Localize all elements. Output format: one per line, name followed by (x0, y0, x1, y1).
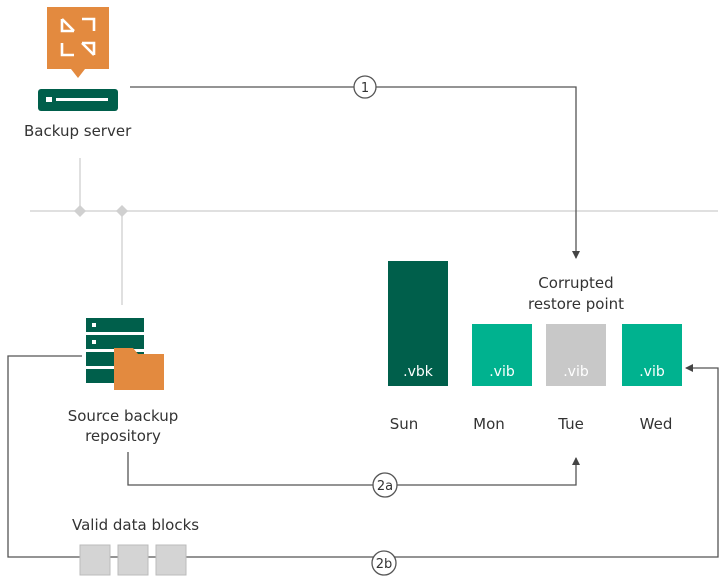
step2b-path (7, 355, 719, 558)
file-ext: .vbk (403, 364, 433, 380)
data-block (117, 544, 149, 576)
step1-path (130, 86, 580, 259)
valid-data-blocks-label: Valid data blocks (72, 516, 200, 534)
backup-server-label: Backup server (24, 122, 132, 140)
data-block (155, 544, 187, 576)
data-block (79, 544, 111, 576)
repository-icon (86, 318, 166, 393)
restore-point-mon: .vib (472, 324, 532, 386)
server-junction (74, 205, 86, 217)
day-label-tue: Tue (558, 415, 584, 433)
restore-point-tue: .vib (546, 324, 606, 386)
restore-point-wed: .vib (622, 324, 682, 386)
backup-server-icon (38, 5, 118, 113)
restore-point-sun: .vbk (388, 261, 448, 386)
file-ext: .vib (489, 364, 515, 380)
corrupted-restore-point-label: Corrupted restore point (527, 274, 625, 313)
file-ext: .vib (639, 364, 665, 380)
source-repository-label: Source backup repository (67, 407, 179, 445)
file-ext: .vib (563, 364, 589, 380)
step2a-path (127, 452, 580, 486)
day-label-sun: Sun (389, 415, 419, 433)
repo-junction (116, 205, 128, 217)
day-label-mon: Mon (473, 415, 505, 433)
day-label-wed: Wed (639, 415, 673, 433)
